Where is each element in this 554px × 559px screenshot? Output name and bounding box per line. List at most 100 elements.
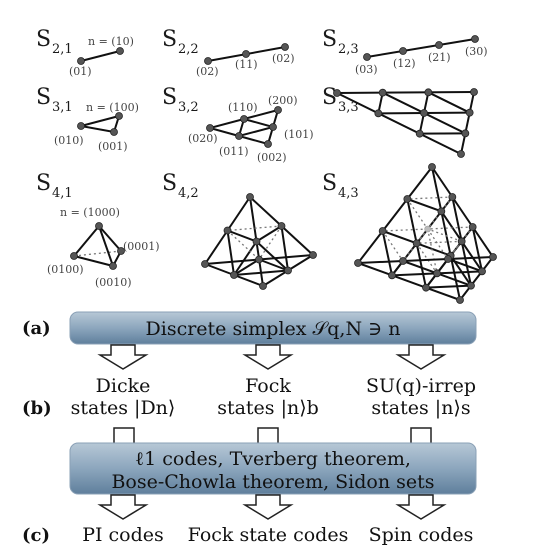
vertex <box>399 257 407 265</box>
simplex-edge <box>73 255 114 267</box>
lattice-edge <box>402 260 438 275</box>
lattice-edge <box>406 198 442 213</box>
theorems-line-2: Bose-Chowla theorem, Sidon sets <box>111 471 434 493</box>
arrow-a-to-b-center <box>242 344 294 370</box>
lattice-edge <box>440 210 463 242</box>
lattice-edge <box>280 225 289 271</box>
lattice-edge <box>449 255 461 301</box>
lattice-edge <box>382 230 418 245</box>
theorems-box <box>69 442 477 495</box>
vertex <box>456 296 464 304</box>
lattice-edge <box>336 91 475 94</box>
simplex-edge <box>366 38 476 58</box>
lattice-edge <box>460 241 472 286</box>
lattice-edge <box>416 242 452 257</box>
vertex-label: (12) <box>393 57 416 70</box>
lattice-edge <box>262 269 289 287</box>
simplex-inner-triangle <box>237 117 277 138</box>
lattice-edge <box>381 198 409 232</box>
lattice-edge <box>440 211 452 256</box>
simplex-triangle <box>206 108 280 146</box>
vector-label: n = (1000) <box>60 206 120 219</box>
vertex-label: (020) <box>188 132 218 145</box>
lattice-edge <box>255 241 264 287</box>
lattice-edge <box>255 225 283 243</box>
vertex-label: (02) <box>272 52 295 65</box>
fock-state-codes: Fock state codes <box>188 524 349 546</box>
vertex <box>116 47 124 55</box>
lattice-edge <box>427 91 471 114</box>
panel-symbol: S <box>36 85 51 110</box>
vertex-label: (200) <box>268 94 298 107</box>
vertex-label: (101) <box>284 128 314 141</box>
tetrahedron-lattice <box>354 163 497 304</box>
simplex-edge <box>98 225 114 267</box>
vertex <box>420 109 428 117</box>
lattice-edge <box>381 230 393 276</box>
discrete-simplex-text: Discrete simplex 𝒮q,N ∋ n <box>146 318 401 340</box>
simplex-edge <box>73 225 100 257</box>
vertex <box>470 88 478 96</box>
lattice-edge <box>226 230 235 276</box>
panel-s33: S 3,3 <box>322 85 478 158</box>
pi-codes: PI codes <box>82 524 164 546</box>
panel-subscript: 3,3 <box>338 100 359 115</box>
lattice-edge <box>357 262 393 277</box>
fock-states: states |n⟩b <box>217 397 319 419</box>
lattice-edge <box>233 240 258 276</box>
dicke-states: states |Dn⟩ <box>71 397 176 419</box>
lattice-edge <box>357 260 404 264</box>
vertex <box>70 252 78 260</box>
hidden-vertex <box>424 225 431 233</box>
lattice-edge <box>425 284 472 289</box>
vertex <box>259 282 267 290</box>
lattice-edge <box>249 196 283 227</box>
hidden-edge <box>73 250 122 257</box>
vertex <box>467 281 475 290</box>
vertex <box>309 251 317 259</box>
vertex <box>230 271 238 279</box>
irrep-title: SU(q)-irrep <box>366 375 476 397</box>
vertex <box>284 266 292 275</box>
vector-label: n = (100) <box>86 101 139 114</box>
panel-symbol: S <box>322 171 337 196</box>
arrow-to-pi-codes <box>97 494 149 520</box>
hidden-lattice-edge <box>258 225 283 260</box>
vertex-label: (110) <box>228 101 258 114</box>
vertex <box>255 255 263 264</box>
hidden-lattice-edge <box>427 226 473 230</box>
vertex <box>415 129 424 138</box>
panel-subscript: 2,3 <box>338 42 359 57</box>
vertex <box>378 88 387 97</box>
panel-symbol: S <box>36 27 51 52</box>
panel-symbol: S <box>162 171 177 196</box>
hidden-lattice-edge <box>227 230 260 260</box>
lattice-edge <box>471 226 483 272</box>
vertex <box>109 262 117 270</box>
vertex <box>478 267 486 276</box>
lattice-edge <box>258 254 314 261</box>
lattice-edge <box>406 198 418 244</box>
vertex <box>354 259 362 267</box>
panel-symbol: S <box>162 27 177 52</box>
panel-s41: S 4,1 n = (1000) (0001) (0100) (0010) <box>36 171 160 289</box>
lattice-edge <box>233 274 264 287</box>
lattice-edge <box>402 258 449 262</box>
lattice-edge <box>287 254 314 272</box>
vertex-label: (01) <box>69 65 92 78</box>
vertex <box>388 271 396 280</box>
theorems-line-1: ℓ1 codes, Tverberg theorem, <box>135 448 411 470</box>
lattice-edge <box>233 258 260 276</box>
vertex <box>223 226 232 235</box>
panel-subscript: 2,2 <box>178 42 199 57</box>
lattice-edge <box>280 225 314 256</box>
hidden-lattice-edge <box>406 198 429 230</box>
vertex <box>489 253 497 261</box>
vertex <box>471 35 479 43</box>
vector-label: n = (10) <box>88 35 134 48</box>
vertex <box>433 269 441 278</box>
vertex <box>412 239 421 248</box>
lattice-edge <box>406 166 433 200</box>
vertex <box>333 89 341 97</box>
vertex <box>437 207 446 216</box>
